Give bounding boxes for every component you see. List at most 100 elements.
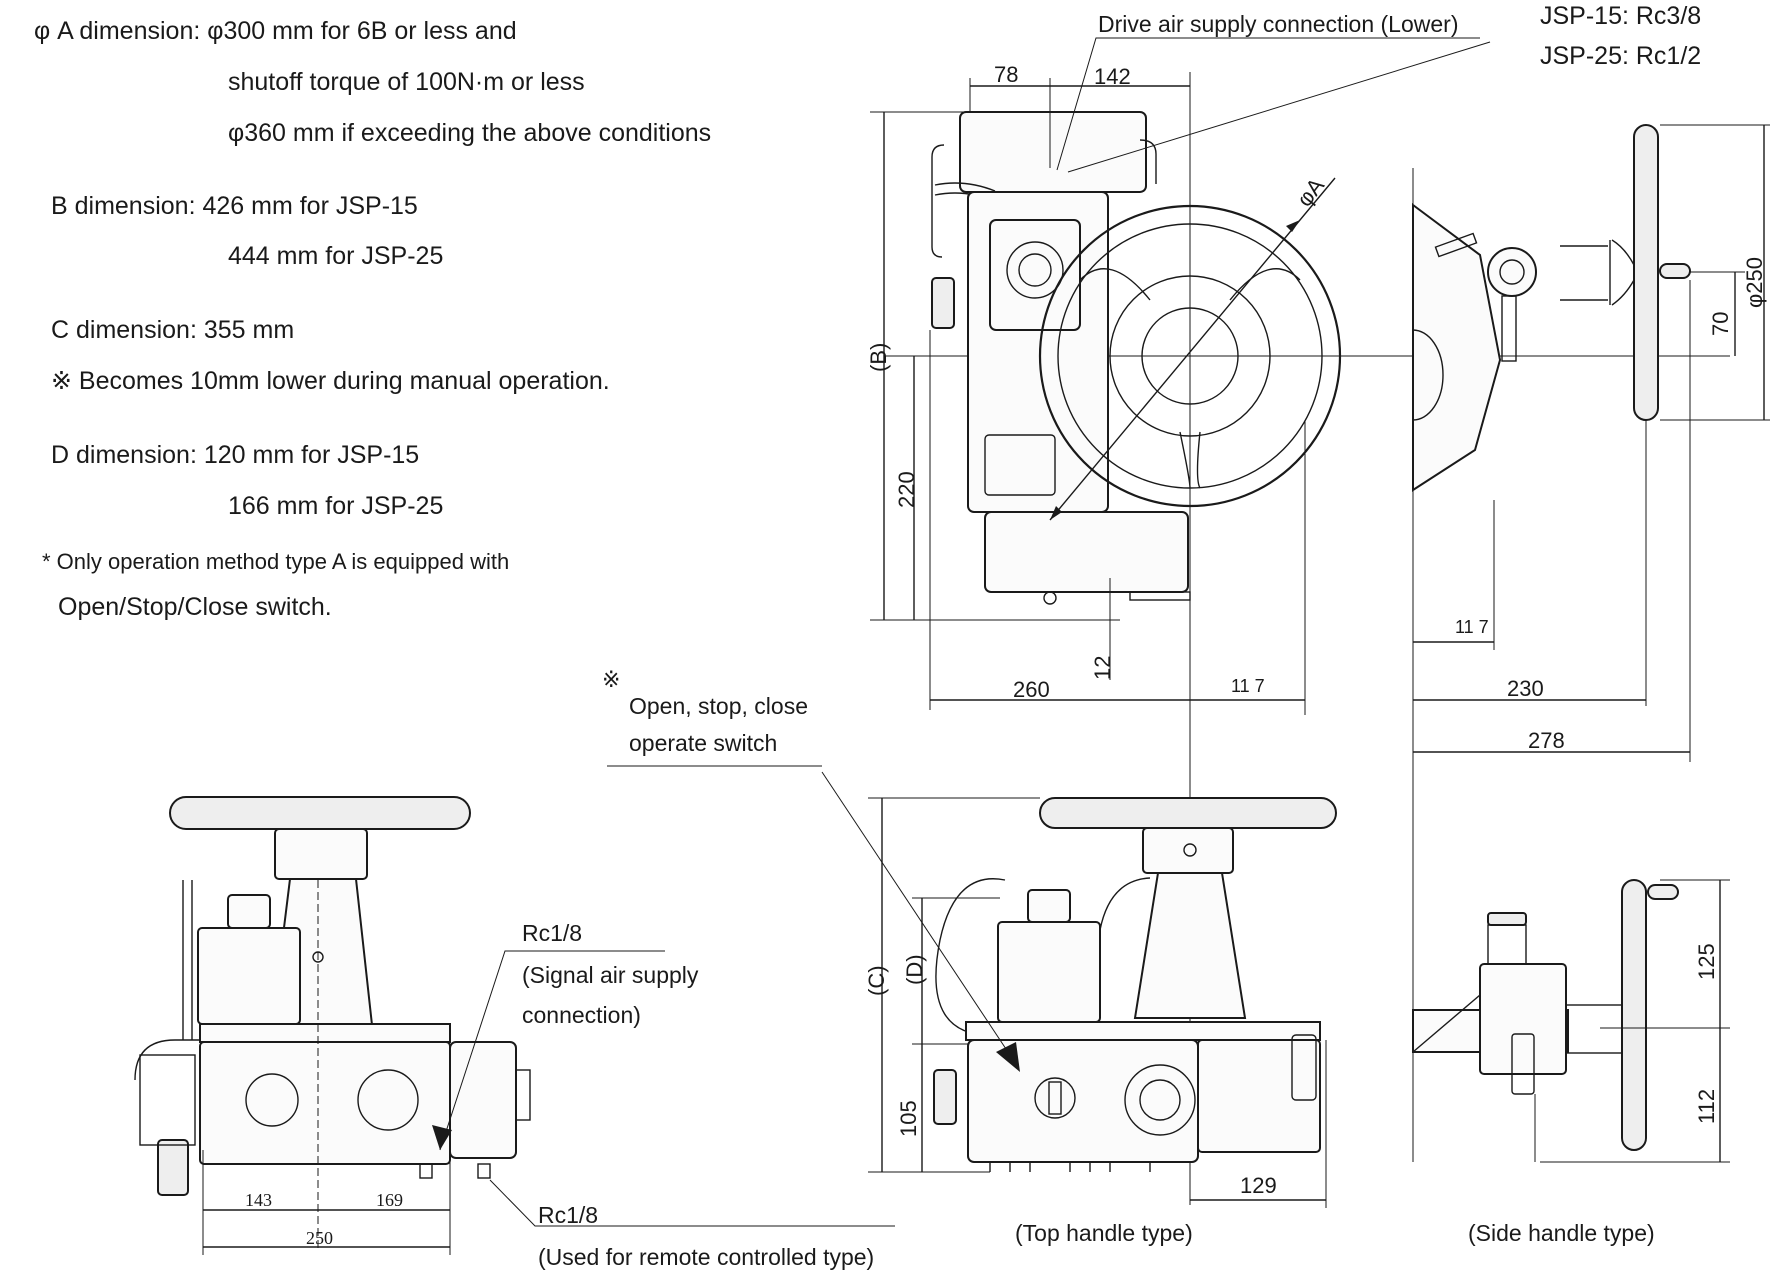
callout-signal-line1: (Signal air supply	[522, 962, 699, 988]
left-port-signal	[419, 1163, 433, 1179]
signal-air-leader	[439, 950, 665, 1151]
top-handwheel-hub	[1142, 827, 1234, 874]
top-handle-view: (C) (D) 105 129	[607, 765, 1337, 1208]
front-left-handle-pipe	[931, 144, 945, 258]
dim-143: 143	[245, 1190, 272, 1210]
top-side-knob	[933, 1069, 957, 1125]
left-positioner-cap	[227, 894, 271, 929]
front-lower-housing	[984, 511, 1189, 593]
dim-D-label: (D)	[902, 954, 927, 985]
side-shaft-stub	[1501, 295, 1517, 362]
top-hub-bolt	[1183, 843, 1197, 857]
front-hub-outer	[1109, 275, 1271, 437]
left-air-pipe-vertical	[182, 880, 193, 1040]
left-bottom-knob	[157, 1139, 189, 1196]
top-switch-knob	[1034, 1077, 1076, 1119]
note-switch-star-line2: Open/Stop/Close switch.	[58, 593, 332, 621]
front-handwheel-outer	[1038, 204, 1342, 508]
dim-125: 125	[1694, 943, 1719, 980]
note-c-dimension-line2: ※ Becomes 10mm lower during manual opera…	[51, 367, 610, 395]
caption-side-handle: (Side handle type)	[1468, 1220, 1655, 1246]
side-shaft-housing	[1560, 240, 1611, 305]
side-lever	[1434, 232, 1478, 258]
front-nameplate	[984, 434, 1056, 496]
dim-129: 129	[1240, 1173, 1277, 1198]
side-handle-grip	[1659, 263, 1691, 279]
front-phiA-arrow-high	[1286, 220, 1300, 232]
dim-112: 112	[1694, 1089, 1719, 1124]
dim-278: 278	[1528, 728, 1565, 753]
dim-230: 230	[1507, 676, 1544, 701]
note-switch-star-line1: * Only operation method type A is equipp…	[42, 549, 510, 574]
left-hub	[274, 828, 368, 880]
side-view-top: 11 7 230 278 φ250 70	[1412, 124, 1770, 1162]
front-side-knob	[931, 277, 955, 329]
switch-leader	[821, 771, 1013, 1059]
drive-air-leader-1	[1056, 37, 1480, 171]
dim-78: 78	[994, 62, 1018, 87]
note-a-dimension-line3: φ360 mm if exceeding the above condition…	[228, 119, 712, 147]
callout-remote-text: (Used for remote controlled type)	[538, 1244, 874, 1270]
sideh-switch-post	[1487, 924, 1527, 965]
top-bottom-ports	[989, 1162, 1151, 1172]
note-c-dimension-line1: C dimension: 355 mm	[51, 316, 295, 344]
front-gear-boss	[1006, 241, 1064, 299]
top-air-pipe-left	[935, 878, 1006, 1036]
top-positioner	[997, 921, 1101, 1023]
callout-jsp15: JSP-15: Rc3/8	[1540, 2, 1701, 30]
note-d-dimension-line2: 166 mm for JSP-25	[228, 492, 444, 520]
left-gear-box	[199, 1041, 451, 1165]
dim-B-label: (B)	[866, 343, 891, 372]
left-side-bracket	[139, 1054, 196, 1146]
sideh-handle-grip	[1647, 884, 1679, 900]
caption-top-handle: (Top handle type)	[1015, 1220, 1193, 1246]
callout-switch-line2: operate switch	[629, 730, 777, 756]
left-positioner	[197, 927, 301, 1025]
sideh-shaft	[1565, 1004, 1625, 1054]
top-gear-window	[1124, 1064, 1196, 1136]
note-a-dimension-line2: shutoff torque of 100N·m or less	[228, 68, 585, 96]
left-gear-window	[245, 1073, 299, 1127]
dim-phi250: φ250	[1742, 257, 1767, 308]
top-handwheel	[1039, 797, 1337, 829]
dim-260: 260	[1013, 677, 1050, 702]
top-column	[1133, 872, 1247, 1019]
top-gear-box-right	[1197, 1039, 1321, 1153]
note-b-dimension-line2: 444 mm for JSP-25	[228, 242, 444, 270]
dim-C-label: (C)	[864, 965, 889, 996]
callout-rc18-remote: Rc1/8	[538, 1202, 598, 1228]
front-phiA-arrow-low	[1050, 506, 1062, 520]
switch-arrowhead	[996, 1042, 1020, 1072]
top-gear-box	[967, 1039, 1199, 1163]
callout-switch-mark: ※	[602, 667, 620, 692]
top-right-clamp	[1291, 1034, 1317, 1101]
note-a-dimension-line1: φ A dimension: φ300 mm for 6B or less an…	[34, 17, 517, 45]
dim-142: 142	[1094, 64, 1131, 89]
left-cover-flange	[357, 1069, 419, 1131]
note-b-dimension-line1: B dimension: 426 mm for JSP-15	[51, 192, 418, 220]
sideh-switch-cap	[1487, 912, 1527, 926]
drive-air-leader-2	[1067, 41, 1491, 173]
dim-117-front: 11 7	[1231, 676, 1265, 696]
front-top-housing	[959, 111, 1147, 193]
dim-phiA: φA	[1292, 173, 1330, 211]
left-mount-plate	[199, 1023, 451, 1043]
top-switch-slot	[1048, 1081, 1062, 1115]
side-body-curve	[1412, 329, 1444, 421]
callout-switch-line1: Open, stop, close	[629, 693, 808, 719]
dim-220: 220	[894, 471, 919, 508]
side-handle-view: 125 112	[1412, 879, 1730, 1163]
dim-117-side: 11 7	[1455, 617, 1489, 637]
side-handwheel-spokes	[1611, 239, 1635, 306]
dim-12: 12	[1090, 656, 1115, 680]
top-air-pipe-right	[1099, 877, 1151, 931]
top-gear-window-inner	[1139, 1079, 1181, 1121]
dim-105: 105	[896, 1100, 921, 1137]
dim-70: 70	[1708, 312, 1733, 336]
remote-leader	[489, 1179, 895, 1227]
side-hex-nut-inner	[1499, 259, 1525, 285]
left-end-cap	[449, 1041, 517, 1159]
front-gear-boss-inner	[1018, 253, 1052, 287]
callout-signal-line2: connection)	[522, 1002, 641, 1028]
